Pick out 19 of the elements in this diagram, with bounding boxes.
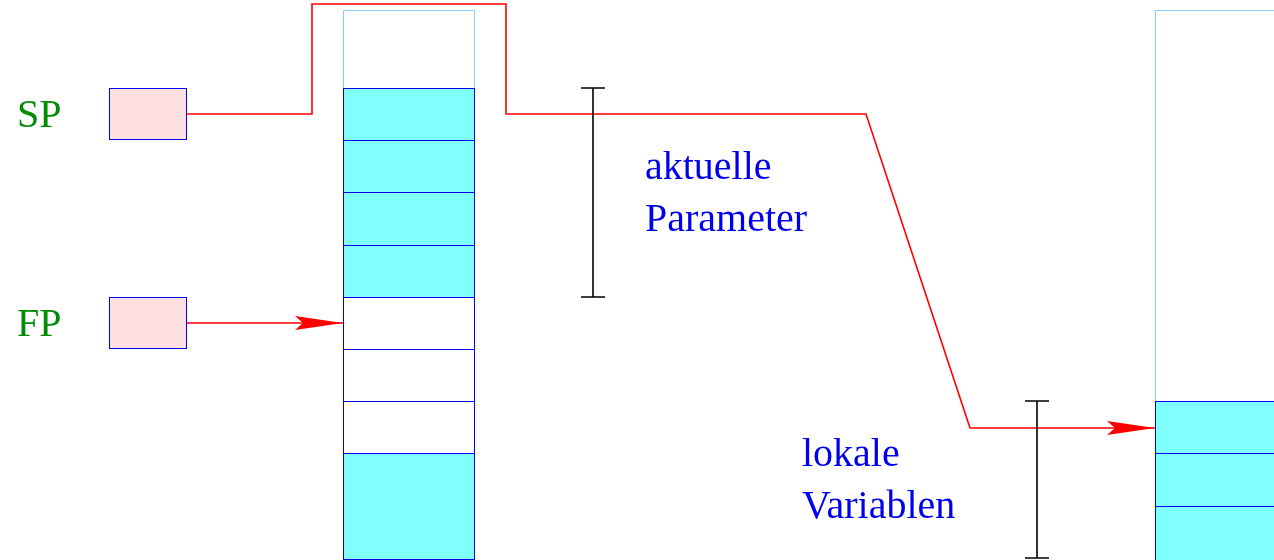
stack-cell xyxy=(343,401,475,455)
stack-cell xyxy=(1155,10,1274,402)
stack-cell xyxy=(1155,453,1274,508)
stack-cell xyxy=(343,140,475,194)
stack-cell xyxy=(1155,401,1274,455)
register-label: FP xyxy=(17,303,62,343)
range-label: lokale Variablen xyxy=(802,429,957,529)
stack-cell xyxy=(343,453,475,560)
range-label: aktuelle Parameter xyxy=(645,142,809,242)
stack-cell xyxy=(343,192,475,247)
stack-cell xyxy=(343,245,475,299)
stack-cell xyxy=(343,88,475,142)
stack-cell xyxy=(343,10,475,89)
arrow xyxy=(186,3,1156,435)
register-label: SP xyxy=(17,94,62,134)
stack-cell xyxy=(343,297,475,351)
arrow xyxy=(186,316,344,330)
stack-cell xyxy=(1155,506,1274,560)
stack-cell xyxy=(343,349,475,403)
